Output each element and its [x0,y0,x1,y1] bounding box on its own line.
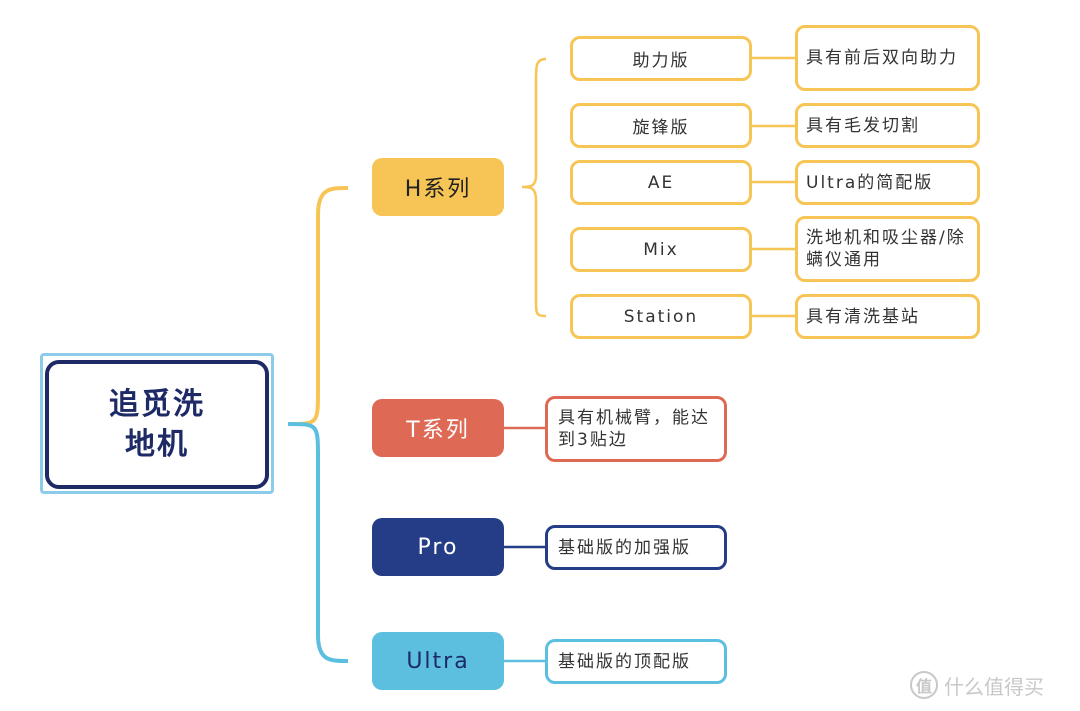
t-desc-text: 具有机械臂，能达到3贴边 [558,408,710,450]
h-sub-label: 旋锋版 [632,118,690,138]
branch-ultra: Ultra [372,632,504,690]
watermark-text: 什么值得买 [944,674,1044,699]
h-sub-desc-text: 具有前后双向助力 [806,48,958,68]
h-sub-item: 助力版 [570,36,752,81]
branch-h-series: H系列 [372,158,504,216]
root-node: 追觅洗 地机 [45,360,269,489]
connector-root-ultra [287,422,349,663]
h-sub-desc: 洗地机和吸尘器/除螨仪通用 [795,216,980,282]
pro-desc: 基础版的加强版 [545,525,727,570]
pro-desc-text: 基础版的加强版 [558,537,691,558]
h-sub-label: AE [647,172,675,193]
watermark: 值 什么值得买 [910,668,1075,702]
branch-t-series: T系列 [372,399,504,457]
h-sub-desc-text: 具有清洗基站 [806,306,920,327]
connector-h-bracket [521,57,547,318]
h-sub-item: Mix [570,227,752,272]
h-sub-desc-text: 洗地机和吸尘器/除螨仪通用 [806,228,966,270]
h-sub-desc: Ultra的简配版 [795,160,980,205]
h-sub-label: Mix [643,239,679,260]
h-sub-item: 旋锋版 [570,103,752,148]
h-sub-label: Station [623,306,699,327]
h-sub-label: 助力版 [632,51,690,71]
h-sub-desc: 具有清洗基站 [795,294,980,339]
h-sub-desc-text: 具有毛发切割 [806,115,920,136]
connector-root-h [287,186,349,426]
branch-pro-label: Pro [417,534,459,560]
ultra-desc: 基础版的顶配版 [545,639,727,684]
h-sub-desc-text: Ultra的简配版 [806,172,934,193]
t-desc: 具有机械臂，能达到3贴边 [545,396,727,462]
root-label: 追觅洗 地机 [109,386,205,462]
root-node-frame [40,353,274,494]
ultra-desc-text: 基础版的顶配版 [558,651,691,672]
h-sub-item: Station [570,294,752,339]
branch-pro: Pro [372,518,504,576]
h-sub-desc: 具有前后双向助力 [795,25,980,91]
h-sub-item: AE [570,160,752,205]
branch-t-label: T系列 [406,418,470,443]
branch-h-label: H系列 [404,177,472,202]
h-sub-desc: 具有毛发切割 [795,103,980,148]
watermark-logo-icon: 值 [910,671,938,699]
branch-ultra-label: Ultra [406,648,470,674]
